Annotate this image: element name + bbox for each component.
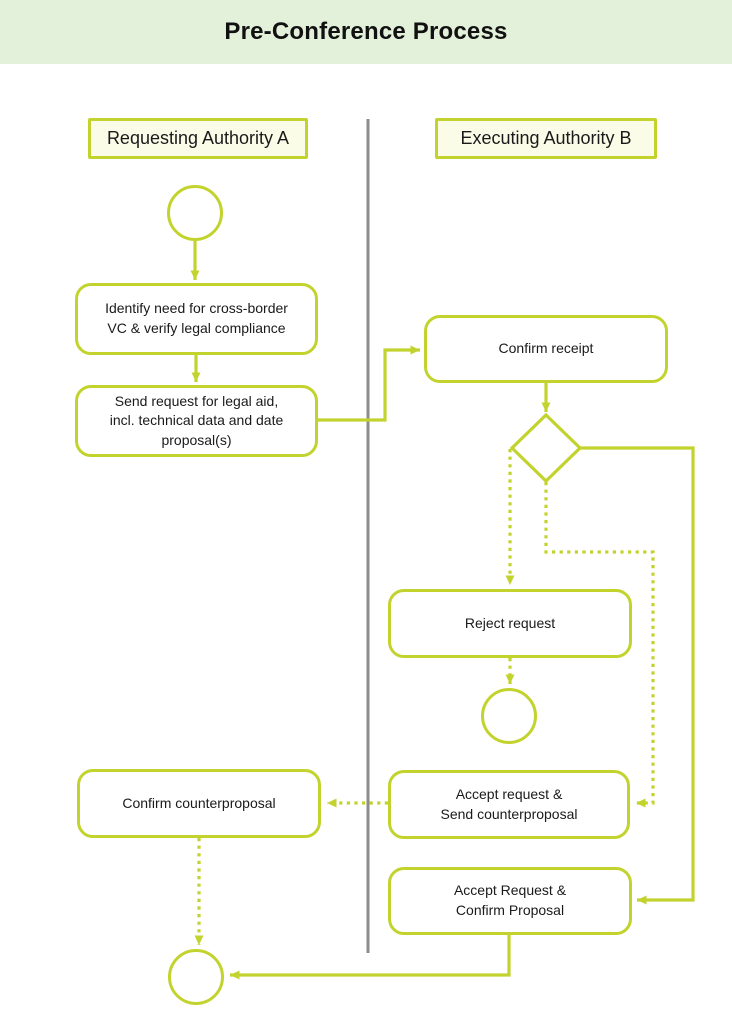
lane-header-executing-authority: Executing Authority B bbox=[435, 118, 657, 159]
lane-header-label: Executing Authority B bbox=[460, 128, 632, 148]
task-label: Send request for legal aid, incl. techni… bbox=[109, 392, 284, 448]
header-band: Pre-Conference Process bbox=[0, 0, 732, 64]
task-accept-send-counterproposal: Accept request & Send counterproposal bbox=[388, 770, 630, 839]
edge-accept-confirm-to-end bbox=[230, 935, 511, 980]
task-identify-need: Identify need for cross-border VC & veri… bbox=[75, 283, 318, 355]
end-event-circle-a bbox=[168, 949, 224, 1005]
start-event-circle bbox=[167, 185, 223, 241]
task-confirm-receipt: Confirm receipt bbox=[424, 315, 668, 383]
task-label: Reject request bbox=[464, 614, 556, 631]
end-event-circle-b bbox=[481, 688, 537, 744]
task-confirm-counterproposal: Confirm counterproposal bbox=[77, 769, 321, 838]
task-send-request: Send request for legal aid, incl. techni… bbox=[75, 385, 318, 457]
task-accept-confirm-proposal: Accept Request & Confirm Proposal bbox=[388, 867, 632, 935]
edge-gateway-to-accept-confirm bbox=[579, 446, 695, 905]
task-label: Confirm counterproposal bbox=[122, 794, 276, 811]
edge-gateway-to-accept-counter bbox=[544, 482, 655, 808]
lane-header-label: Requesting Authority A bbox=[106, 128, 290, 148]
edge-send-to-confirm-receipt bbox=[318, 345, 420, 422]
lane-header-requesting-authority: Requesting Authority A bbox=[88, 118, 308, 159]
decision-gateway-diamond bbox=[509, 412, 583, 484]
task-label: Accept request & Send counterproposal bbox=[440, 785, 578, 822]
task-label: Identify need for cross-border VC & veri… bbox=[105, 300, 288, 336]
task-label: Accept Request & Confirm Proposal bbox=[453, 882, 567, 918]
page-title: Pre-Conference Process bbox=[224, 18, 508, 45]
task-label: Confirm receipt bbox=[498, 340, 594, 357]
task-reject-request: Reject request bbox=[388, 589, 632, 658]
